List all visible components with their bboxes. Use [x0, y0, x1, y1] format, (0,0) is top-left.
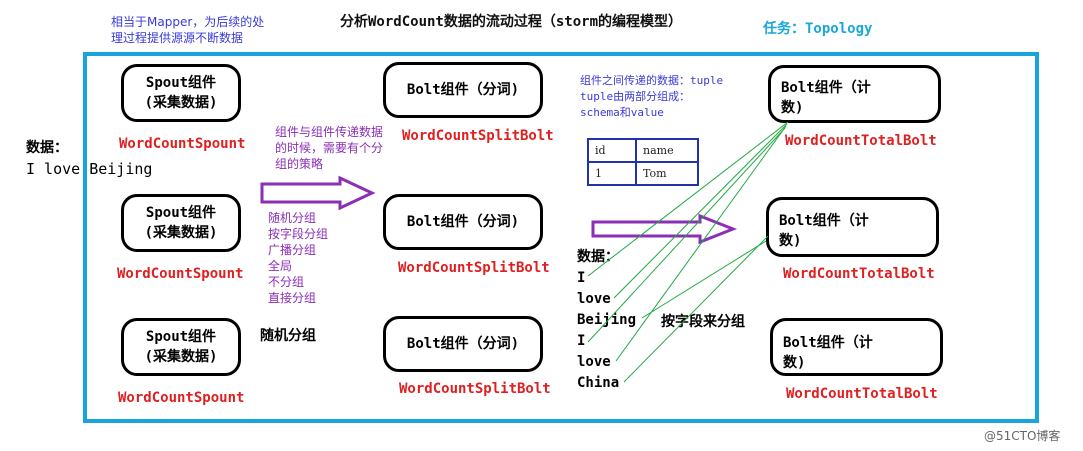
total-bolt-name-2: WordCountTotalBolt: [783, 266, 935, 282]
link-I-to-total-1: [587, 121, 789, 277]
stream-word: China: [577, 375, 620, 391]
field-grouping-links: [587, 121, 789, 383]
topology-label: 任务：Topology: [763, 21, 873, 37]
spout-name-2: WordCountSpount: [117, 266, 244, 282]
grouping-strategy-note: 组件与组件传递数据 的时候，需要有个分 组的策略: [275, 125, 384, 171]
spout-component-2: Spout组件(采集数据): [121, 194, 241, 252]
split-bolt-component-2: Bolt组件（分词): [383, 194, 543, 250]
tuple-value-id: 1: [587, 161, 637, 186]
tuple-schema-id: id: [587, 138, 637, 163]
stream-word: I: [577, 333, 586, 349]
split-bolt-component-1: Bolt组件（分词): [383, 62, 543, 118]
topology-frame: [83, 52, 1039, 423]
spout-component-3: Spout组件(采集数据): [121, 318, 241, 376]
total-bolt-component-1: Bolt组件（计数): [768, 65, 941, 123]
tuple-value-name: Tom: [635, 161, 699, 186]
link-love-to-total-1: [613, 123, 788, 299]
total-bolt-name-1: WordCountTotalBolt: [785, 133, 937, 149]
split-bolt-name-2: WordCountSplitBolt: [398, 260, 550, 276]
spout-component-1: Spout组件(采集数据): [121, 64, 241, 122]
split-bolt-name-3: WordCountSplitBolt: [399, 381, 551, 397]
spout-to-split-arrow: [260, 175, 376, 211]
spout-name-1: WordCountSpount: [119, 136, 246, 152]
split-bolt-component-3: Bolt组件（分词): [383, 316, 543, 372]
input-data-label: 数据：: [26, 140, 68, 156]
tuple-schema-name: name: [635, 138, 699, 163]
stream-data-label: 数据：: [577, 249, 619, 265]
grouping-types-list: 随机分组 按字段分组 广播分组 全局 不分组 直接分组: [268, 211, 329, 305]
diagram-title: 分析WordCount数据的流动过程（storm的编程模型）: [340, 14, 683, 30]
field-grouping-label: 按字段来分组: [661, 314, 745, 330]
stream-word: Beijing: [577, 312, 637, 328]
tuple-table: id name 1 Tom: [587, 138, 699, 186]
link-I2-to-total-1: [587, 127, 786, 343]
stream-word: I: [577, 270, 586, 286]
stream-word: love: [577, 354, 611, 370]
input-data-value: I love Beijing: [26, 160, 153, 178]
spout-name-3: WordCountSpount: [118, 390, 245, 406]
total-bolt-name-3: WordCountTotalBolt: [786, 386, 938, 402]
watermark: @51CTO博客: [984, 429, 1061, 443]
link-china-to-total-2: [623, 235, 769, 383]
total-bolt-component-3: Bolt组件（计数): [770, 318, 943, 376]
tuple-note: 组件之间传递的数据：tuple tuple由两部分组成： schema和valu…: [580, 74, 724, 119]
link-love2-to-total-1: [615, 125, 787, 362]
stream-word: love: [577, 291, 611, 307]
random-grouping-label: 随机分组: [260, 328, 316, 344]
link-beijing-to-total-2: [641, 240, 767, 319]
spout-explanation-note: 相当于Mapper，为后续的处 理过程提供源源不断数据: [111, 15, 265, 45]
tuple-table-header-row: id name: [587, 138, 699, 163]
stream-data: 数据： I love Beijing I love China: [577, 247, 636, 394]
split-bolt-name-1: WordCountSplitBolt: [402, 128, 554, 144]
total-bolt-component-2: Bolt组件（计数): [766, 197, 939, 257]
tuple-table-value-row: 1 Tom: [587, 161, 699, 186]
